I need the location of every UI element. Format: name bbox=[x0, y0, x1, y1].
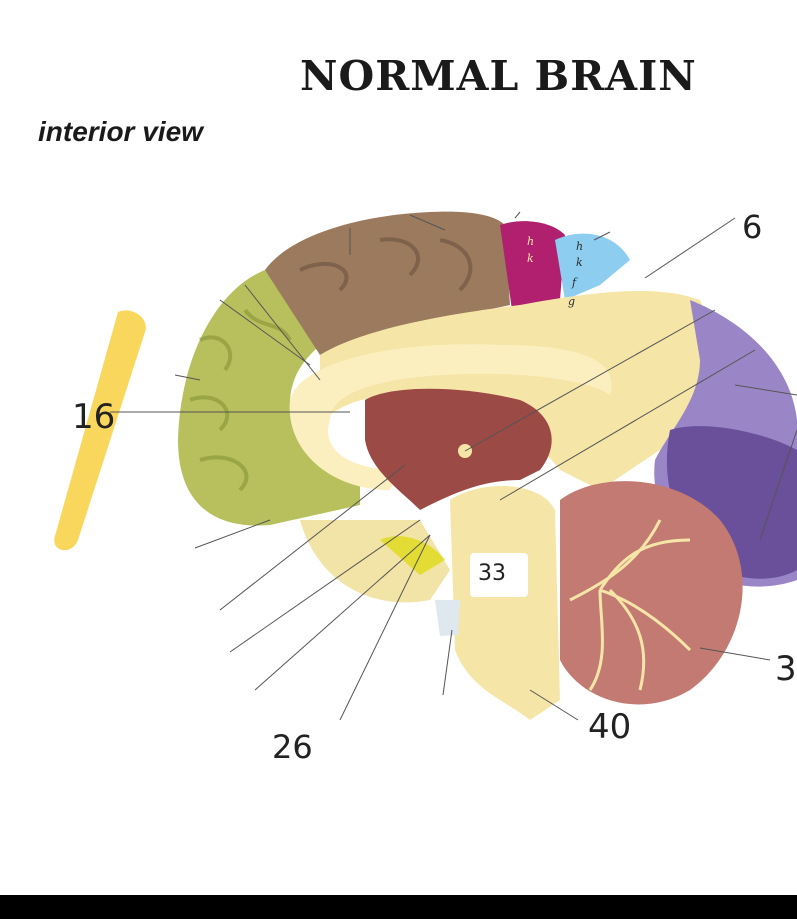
parietal-gyri bbox=[299, 237, 473, 292]
frontal-gyri bbox=[189, 308, 292, 492]
pituitary bbox=[435, 600, 460, 636]
handwritten-label-33: 33 bbox=[478, 561, 506, 586]
hypothalamus-yellow bbox=[380, 536, 445, 575]
blue-region bbox=[555, 233, 630, 300]
handwritten-label-40: 40 bbox=[588, 707, 631, 747]
letter-k: k bbox=[527, 252, 534, 265]
highlighter-mark bbox=[54, 310, 146, 551]
corpus-callosum bbox=[289, 344, 612, 490]
brainstem-region bbox=[450, 486, 560, 720]
bottom-bar bbox=[0, 895, 797, 919]
parietal-region bbox=[265, 211, 510, 355]
handwritten-label-6: 6 bbox=[742, 208, 762, 246]
handwritten-label-3: 3 bbox=[775, 649, 797, 689]
leader-lines bbox=[110, 211, 797, 721]
letter-k-blue: k bbox=[576, 256, 583, 269]
limbic-region bbox=[320, 290, 713, 490]
magenta-region bbox=[500, 221, 565, 310]
page-subtitle: interior view bbox=[38, 116, 203, 147]
letter-h: h bbox=[527, 235, 534, 248]
letter-g-blue: g bbox=[568, 295, 575, 308]
label-box-33: 33 bbox=[470, 553, 528, 597]
letter-f-blue: f bbox=[571, 276, 578, 289]
handwritten-label-26: 26 bbox=[272, 728, 313, 766]
page-title: NORMAL BRAIN bbox=[300, 52, 697, 100]
handwritten-label-16: 16 bbox=[72, 397, 115, 437]
cerebellum-region bbox=[560, 481, 743, 705]
arbor-vitae bbox=[569, 519, 692, 691]
letter-h-blue: h bbox=[576, 240, 583, 253]
